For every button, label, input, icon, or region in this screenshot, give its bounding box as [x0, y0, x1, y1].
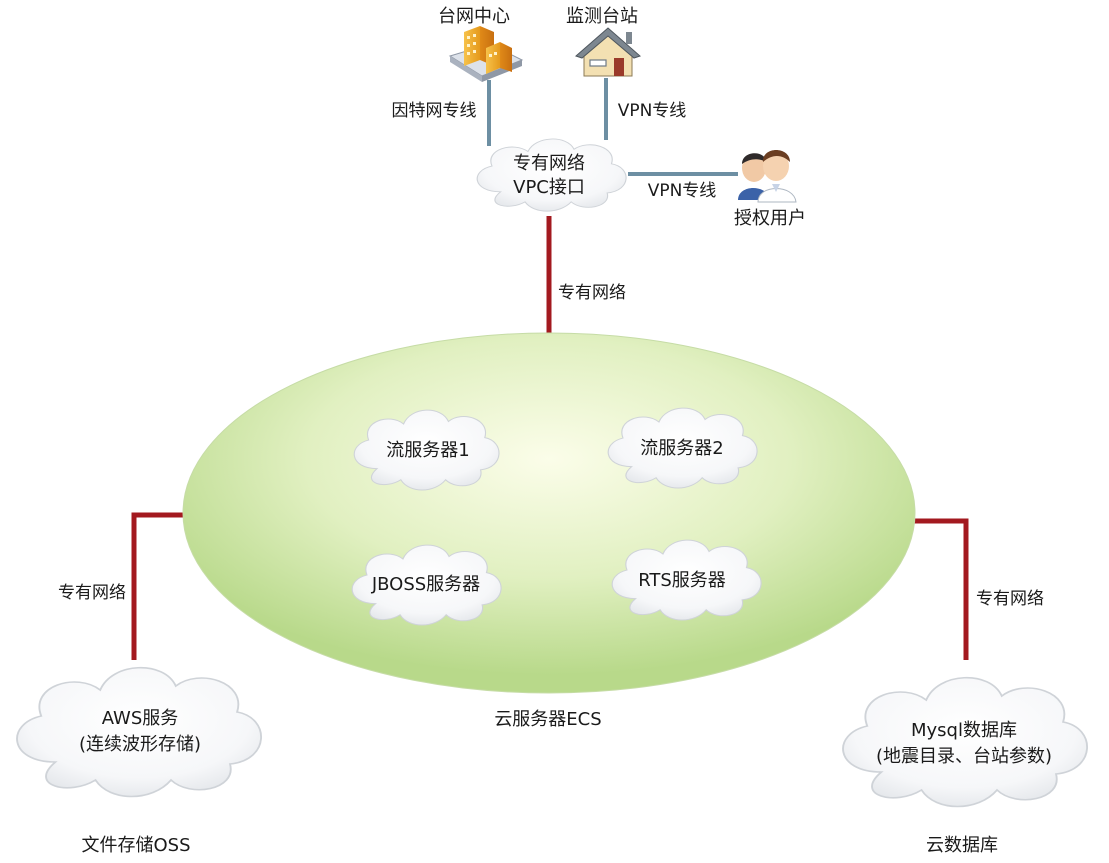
- links: [131, 78, 969, 660]
- user-link-label: VPN专线: [648, 181, 717, 201]
- ecs-aws-link-label: 专有网络: [58, 583, 126, 603]
- ecs-ellipse[interactable]: [182, 332, 916, 694]
- ecs-mysql-link-label: 专有网络: [976, 589, 1044, 609]
- mysql-cloud[interactable]: [842, 676, 1089, 808]
- stream-server-2-label: 流服务器2: [640, 438, 723, 459]
- vpc-ecs-link-label: 专有网络: [558, 283, 626, 303]
- mysql-label-line1: Mysql数据库: [911, 720, 1017, 741]
- aws-caption: 文件存储OSS: [81, 835, 190, 856]
- mysql-caption: 云数据库: [926, 835, 998, 856]
- stream-server-1-label: 流服务器1: [386, 440, 469, 461]
- station-link-label: VPN专线: [618, 101, 687, 121]
- monitoring-station-label: 监测台站: [566, 6, 638, 27]
- rts-server-label: RTS服务器: [638, 570, 726, 591]
- center-link-label: 因特网专线: [392, 101, 477, 121]
- mysql-label-line2: (地震目录、台站参数): [876, 746, 1052, 767]
- house-icon: [575, 27, 641, 77]
- link-ecs-mysql: [912, 518, 969, 660]
- aws-label-line2: (连续波形存储): [79, 734, 201, 755]
- ecs-label: 云服务器ECS: [494, 709, 601, 730]
- vpc-label-line1: 专有网络: [513, 153, 585, 174]
- link-ecs-aws: [131, 512, 186, 660]
- buildings-icon: [448, 26, 524, 82]
- network-center-label: 台网中心: [438, 6, 510, 27]
- aws-cloud[interactable]: [16, 666, 263, 798]
- aws-label-line1: AWS服务: [102, 708, 179, 729]
- vpc-cloud[interactable]: [476, 138, 627, 212]
- authorized-user-label: 授权用户: [734, 208, 806, 229]
- jboss-server-label: JBOSS服务器: [371, 574, 480, 595]
- users-icon: [738, 150, 797, 203]
- vpc-label-line2: VPC接口: [513, 177, 585, 198]
